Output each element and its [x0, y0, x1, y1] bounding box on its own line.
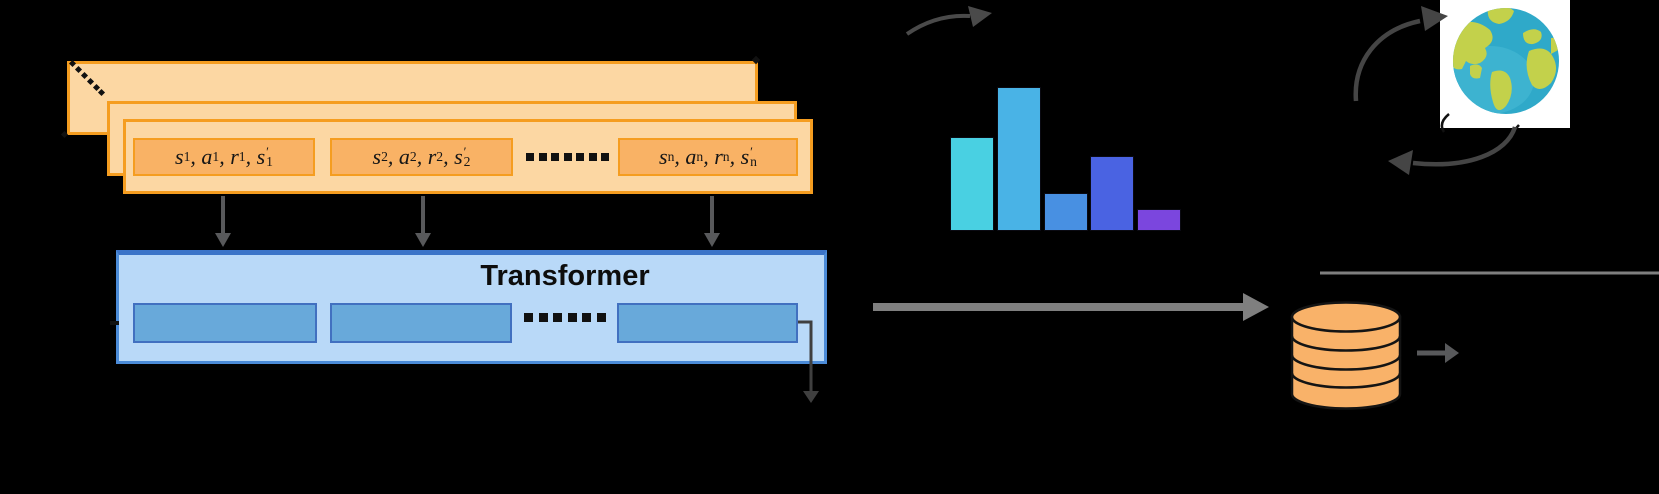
- left-edge-tick: [110, 321, 119, 325]
- stroke-fragment-left: [1440, 113, 1450, 133]
- transformer-token-cell-2: [330, 303, 512, 343]
- transformer-label: Transformer: [480, 260, 650, 292]
- interaction-cycle-arrows-icon: [1353, 6, 1518, 175]
- transformer-to-buffer-arrow: [873, 293, 1269, 321]
- sample-distribution-bar-chart: [950, 0, 1190, 240]
- bar-5: [1137, 209, 1181, 231]
- transformer-output-elbow-arrow: [798, 320, 819, 403]
- sheet-to-transformer-arrows: [215, 196, 720, 247]
- sampling-curved-arrow: [905, 6, 992, 36]
- transformer-token-cell-1: [133, 303, 317, 343]
- database-cylinder-icon: [1290, 301, 1402, 410]
- transformer-ellipsis-dots: [524, 313, 611, 322]
- environment-globe-icon: [1440, 0, 1570, 135]
- bar-2: [996, 87, 1041, 231]
- tuple-ellipsis-dots: [526, 153, 614, 161]
- bar-3: [1043, 193, 1088, 231]
- bar-1: [950, 137, 994, 231]
- transformer-token-cell-n: [617, 303, 798, 343]
- buffer-output-arrow: [1417, 343, 1459, 363]
- bar-4: [1090, 156, 1135, 231]
